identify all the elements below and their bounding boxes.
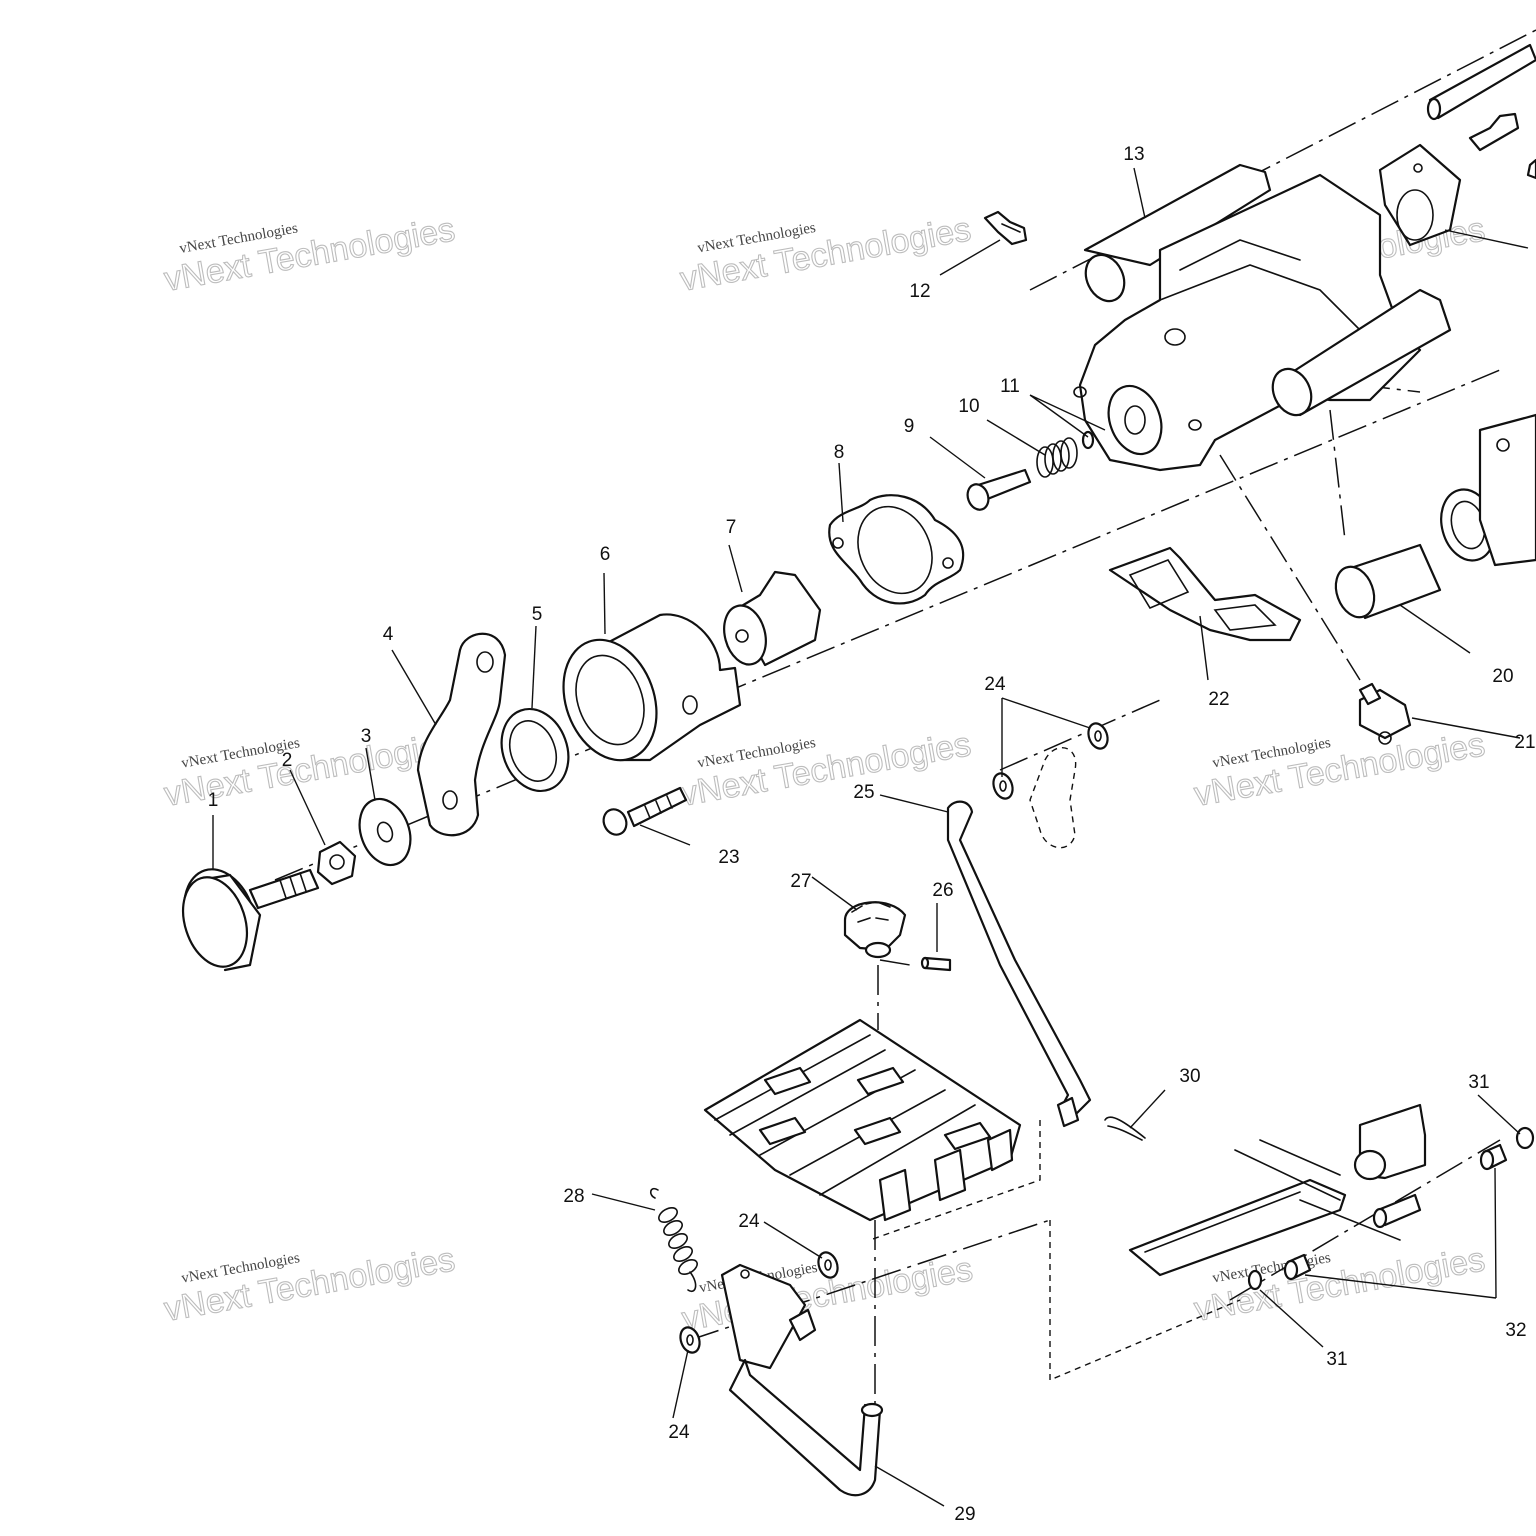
part-13-caliper-body <box>1073 143 1462 472</box>
arm-center-line <box>999 699 1161 771</box>
part-25-brake-rod <box>946 800 1092 1128</box>
part-8-gasket <box>828 494 965 605</box>
part-23-cap-screw <box>602 786 688 836</box>
callout-32: 32 <box>1505 1320 1526 1341</box>
callout-22: 22 <box>1208 689 1229 710</box>
part-6-adjuster-housing <box>562 613 742 762</box>
callout-2: 2 <box>282 750 293 771</box>
callout-29: 29 <box>954 1504 975 1525</box>
callout-numbers: 1 2 3 4 5 6 7 8 9 10 11 12 13 20 21 22 2… <box>208 144 1536 1525</box>
callout-13: 13 <box>1123 144 1144 165</box>
callout-1: 1 <box>208 790 219 811</box>
caliper-center-line <box>274 369 1501 881</box>
linkage-phantom-line <box>1049 1220 1241 1382</box>
callout-23: 23 <box>718 847 739 868</box>
part-27-knob-insert <box>843 901 907 959</box>
callout-11: 11 <box>1000 376 1020 397</box>
callout-28: 28 <box>563 1186 584 1207</box>
part-3-washer <box>358 797 412 867</box>
callout-24-bottom: 24 <box>668 1422 690 1443</box>
callout-31-lower: 31 <box>1326 1349 1347 1370</box>
part-22-pad-clip <box>1108 546 1302 642</box>
callout-21: 21 <box>1514 732 1535 753</box>
part-28-return-spring <box>649 1187 698 1292</box>
part-32-bushing-lower <box>1283 1253 1312 1281</box>
part-1-adjuster-knob <box>182 868 320 972</box>
callout-27: 27 <box>790 871 811 892</box>
footrest-pad <box>703 1018 1022 1222</box>
pivot-center-line <box>1229 1139 1501 1301</box>
callout-12: 12 <box>909 281 930 302</box>
part-24-washer-bottom <box>679 1326 701 1354</box>
cable-phantom-line <box>869 1120 1041 1241</box>
part-31-washer-lower <box>1247 1269 1263 1291</box>
part-24-washer-lower <box>817 1251 839 1279</box>
callout-24-upper: 24 <box>984 674 1006 695</box>
part-32-bushing-upper <box>1479 1143 1508 1171</box>
part-21-line-fitting <box>1358 682 1412 745</box>
callout-20: 20 <box>1492 666 1513 687</box>
part-10-spring <box>1036 437 1078 478</box>
part-24-washer-upper <box>1087 722 1109 750</box>
part-29-brake-pedal <box>720 1263 884 1497</box>
callout-24-lower: 24 <box>738 1211 760 1232</box>
part-2-nut <box>316 840 357 886</box>
outer-caliper-plate <box>1478 413 1536 567</box>
pivot-bracket <box>1128 1103 1427 1277</box>
callout-3: 3 <box>361 726 372 747</box>
callout-9: 9 <box>904 416 915 437</box>
callout-7: 7 <box>726 517 737 538</box>
callout-6: 6 <box>600 544 611 565</box>
watermark-text: vNext Technologies <box>161 210 457 299</box>
callout-30: 30 <box>1179 1066 1200 1087</box>
part-31-washer-upper <box>1515 1126 1535 1150</box>
watermark-text: vNext Technologies <box>1191 1240 1487 1329</box>
callout-4: 4 <box>383 624 394 645</box>
watermark-text: vNext Technologies <box>677 725 973 814</box>
part-12-bleeder-screw <box>983 210 1028 246</box>
phantom-arm <box>1029 747 1077 849</box>
callout-8: 8 <box>834 442 845 463</box>
callout-5: 5 <box>532 604 543 625</box>
leader-lines <box>212 167 1529 1507</box>
part-24-washer-mid <box>992 772 1014 800</box>
part-30-cotter-pin <box>1104 1116 1146 1141</box>
watermark-text: vNext Technologies <box>1191 725 1487 814</box>
watermark-text: vNext Technologies <box>161 725 457 814</box>
part-7-cam-sleeve <box>723 570 822 667</box>
fitting-center-line <box>1219 454 1361 681</box>
part-20-piston <box>1334 543 1442 620</box>
part-9-pin <box>966 468 1032 511</box>
piston-center-line <box>1329 409 1346 541</box>
part-26-roll-pin <box>920 956 952 972</box>
callout-10: 10 <box>958 396 979 417</box>
upper-tube-and-screw <box>1426 43 1536 180</box>
watermark-text: vNext Technologies <box>161 1240 457 1329</box>
callout-25: 25 <box>853 782 874 803</box>
part-5-seal-ring <box>500 707 570 793</box>
callout-31-upper: 31 <box>1468 1072 1489 1093</box>
pin-center-line <box>879 959 911 966</box>
callout-26: 26 <box>932 880 953 901</box>
part-4-lever-arm <box>416 632 507 837</box>
